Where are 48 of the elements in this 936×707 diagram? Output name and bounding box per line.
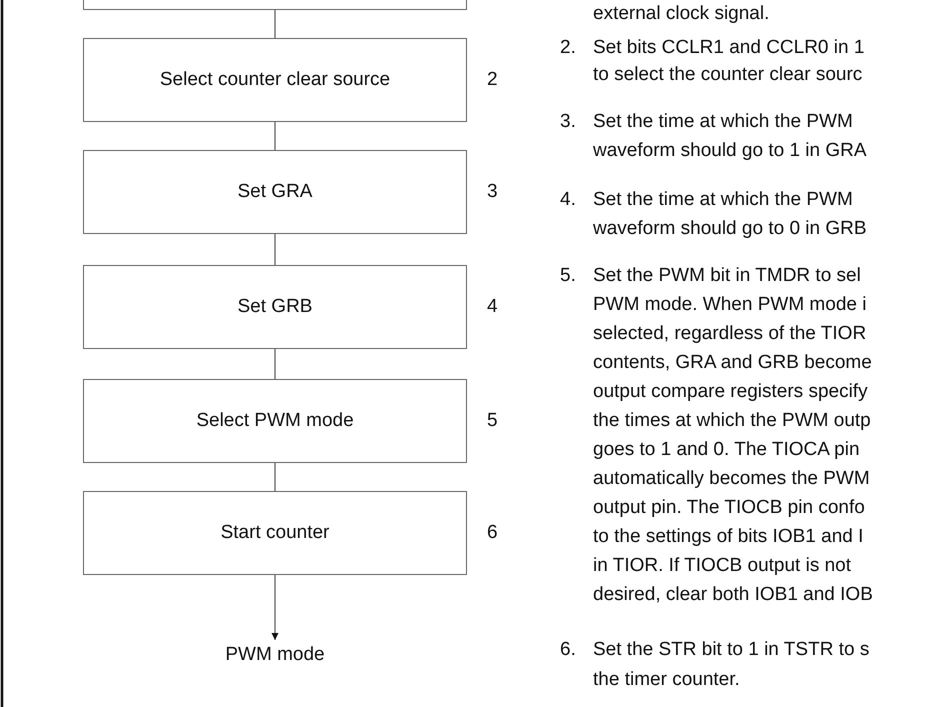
note-text: waveform should go to 1 in GRA xyxy=(593,140,867,162)
note-text: goes to 1 and 0. The TIOCA pin xyxy=(593,439,860,461)
step-text: Select counter clear source xyxy=(160,69,390,91)
step-number: 4 xyxy=(487,296,498,318)
note-text: Set the PWM bit in TMDR to sel xyxy=(593,265,861,287)
list-number: 6. xyxy=(560,639,576,661)
note-text: PWM mode. When PWM mode i xyxy=(593,294,866,316)
process-box xyxy=(83,491,467,575)
connector-line xyxy=(274,349,276,379)
note-text: the timer counter. xyxy=(593,669,740,691)
note-text: Set bits CCLR1 and CCLR0 in 1 xyxy=(593,37,864,59)
note-text: to the settings of bits IOB1 and I xyxy=(593,526,864,548)
step-number: 5 xyxy=(487,410,498,432)
connector-line xyxy=(274,10,276,38)
step-number: 2 xyxy=(487,69,498,91)
connector-line xyxy=(274,122,276,150)
process-box xyxy=(83,379,467,463)
step-number: 6 xyxy=(487,522,498,544)
note-text: Set the time at which the PWM xyxy=(593,189,853,211)
step-text: Start counter xyxy=(220,522,330,544)
note-text: to select the counter clear sourc xyxy=(593,64,862,86)
list-number: 5. xyxy=(560,265,576,287)
note-text: Set the STR bit to 1 in TSTR to s xyxy=(593,639,870,661)
process-box xyxy=(83,265,467,349)
note-text: in TIOR. If TIOCB output is not xyxy=(593,555,852,577)
note-text: external clock signal. xyxy=(593,3,770,25)
note-text: selected, regardless of the TIOR xyxy=(593,323,866,345)
connector-line xyxy=(274,463,276,491)
arrow xyxy=(272,575,278,640)
note-text: output pin. The TIOCB pin confo xyxy=(593,497,865,519)
end-label: PWM mode xyxy=(215,640,335,670)
note-text: the times at which the PWM outp xyxy=(593,410,871,432)
step-number: 3 xyxy=(487,181,498,203)
list-number: 2. xyxy=(560,37,576,59)
note-text: Set the time at which the PWM xyxy=(593,111,853,133)
step-text: Set GRB xyxy=(238,296,312,318)
list-number: 3. xyxy=(560,111,576,133)
note-text: automatically becomes the PWM xyxy=(593,468,870,490)
step-text: Set GRA xyxy=(238,181,312,203)
step-text: Select PWM mode xyxy=(196,410,354,432)
note-text: waveform should go to 0 in GRB xyxy=(593,218,867,240)
note-text: contents, GRA and GRB become xyxy=(593,352,872,374)
process-box xyxy=(83,38,467,122)
note-text: desired, clear both IOB1 and IOB xyxy=(593,584,873,606)
process-box xyxy=(83,150,467,234)
note-text: output compare registers specify xyxy=(593,381,868,403)
connector-line xyxy=(274,234,276,265)
list-number: 4. xyxy=(560,189,576,211)
